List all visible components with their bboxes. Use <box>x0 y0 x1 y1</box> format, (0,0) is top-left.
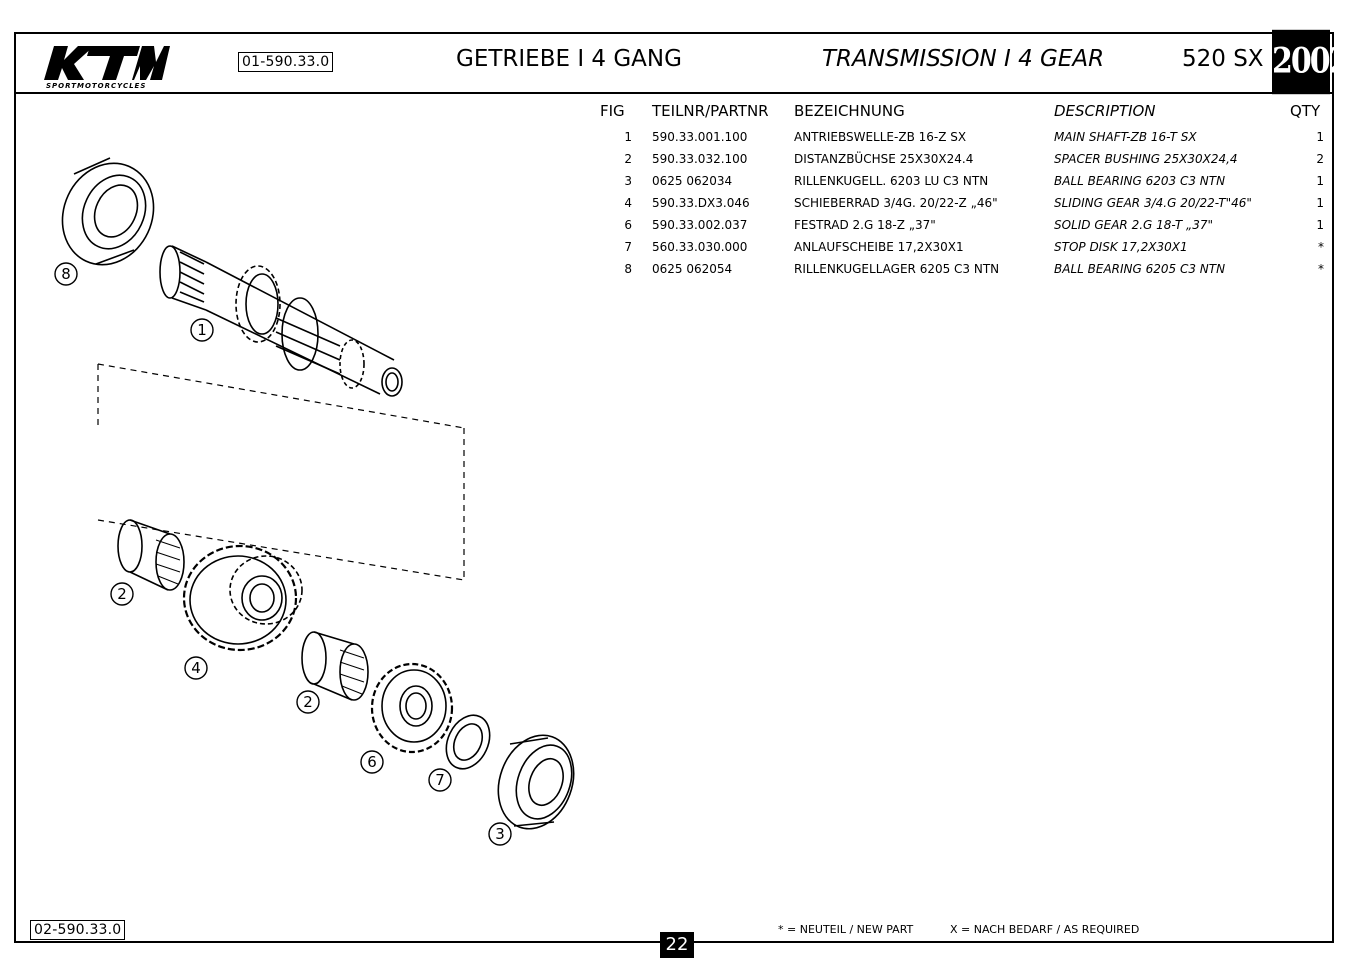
col-header-part: TEILNR/PARTNR <box>652 102 769 120</box>
svg-text:4: 4 <box>191 659 201 677</box>
col-header-qty: QTY <box>1290 102 1321 120</box>
solid-gear-6-drawing <box>370 662 454 754</box>
cell-description: SOLID GEAR 2.G 18-T „37" <box>1054 218 1214 232</box>
cell-bezeichnung: RILLENKUGELLAGER 6205 C3 NTN <box>794 262 1000 276</box>
ball-bearing-8-drawing <box>61 157 155 266</box>
reference-number-bottom: 02-590.33.0 <box>30 920 126 940</box>
cell-qty: 1 <box>1316 130 1324 144</box>
cell-description: SPACER BUSHING 25X30X24,4 <box>1054 152 1238 166</box>
svg-text:SPORTMOTORCYCLES: SPORTMOTORCYCLES <box>46 82 146 90</box>
col-header-bezeichnung: BEZEICHNUNG <box>794 102 905 120</box>
callout-1: 1 <box>190 318 214 342</box>
cell-fig: 1 <box>624 130 632 144</box>
model-name: 520 SX <box>1182 46 1264 72</box>
cell-fig: 3 <box>624 174 632 188</box>
table-row: 7 560.33.030.000 ANLAUFSCHEIBE 17,2X30X1… <box>600 236 1324 258</box>
spacer-bushing-2a-drawing <box>117 519 185 591</box>
svg-text:1: 1 <box>197 321 207 339</box>
callout-7: 7 <box>428 768 452 792</box>
cell-qty: * <box>1318 240 1324 254</box>
callout-6: 6 <box>360 750 384 774</box>
svg-text:3: 3 <box>495 825 505 843</box>
cell-fig: 4 <box>624 196 632 210</box>
cell-part: 0625 062034 <box>652 174 733 188</box>
cell-part: 560.33.030.000 <box>652 240 748 254</box>
svg-text:2: 2 <box>303 693 313 711</box>
main-shaft-1-drawing <box>159 245 403 397</box>
reference-number-top: 01-590.33.0 <box>238 52 334 72</box>
cell-fig: 8 <box>624 262 632 276</box>
callout-2b: 2 <box>296 690 320 714</box>
ball-bearing-3-drawing <box>497 734 575 830</box>
exploded-view-drawing: 8 1 2 4 2 6 7 3 <box>54 157 575 846</box>
page-number: 22 <box>660 932 694 958</box>
header-divider <box>14 92 1334 94</box>
callout-8: 8 <box>54 262 78 286</box>
svg-text:6: 6 <box>367 753 377 771</box>
cell-description: BALL BEARING 6203 C3 NTN <box>1054 174 1226 188</box>
cell-description: STOP DISK 17,2X30X1 <box>1054 240 1188 254</box>
cell-bezeichnung: RILLENKUGELL. 6203 LU C3 NTN <box>794 174 989 188</box>
cell-qty: * <box>1318 262 1324 276</box>
stop-disk-7-drawing <box>445 714 491 770</box>
table-row: 2 590.33.032.100 DISTANZBÜCHSE 25X30X24.… <box>600 148 1324 170</box>
cell-qty: 1 <box>1316 174 1324 188</box>
callout-3: 3 <box>488 822 512 846</box>
col-header-description: DESCRIPTION <box>1054 102 1156 120</box>
footnote-new-part: * = NEUTEIL / NEW PART <box>778 923 914 936</box>
cell-bezeichnung: SCHIEBERRAD 3/4G. 20/22-Z „46" <box>794 196 998 210</box>
cell-fig: 7 <box>624 240 632 254</box>
cell-description: MAIN SHAFT-ZB 16-T SX <box>1054 130 1197 144</box>
svg-text:2: 2 <box>117 585 127 603</box>
table-header-row: FIG TEILNR/PARTNR BEZEICHNUNG DESCRIPTIO… <box>600 100 1324 126</box>
cell-part: 590.33.032.100 <box>652 152 748 166</box>
parts-table: FIG TEILNR/PARTNR BEZEICHNUNG DESCRIPTIO… <box>600 100 1324 280</box>
cell-description: SLIDING GEAR 3/4.G 20/22-T"46" <box>1054 196 1252 210</box>
ktm-logo: SPORTMOTORCYCLES <box>44 40 170 90</box>
cell-bezeichnung: ANTRIEBSWELLE-ZB 16-Z SX <box>794 130 967 144</box>
cell-fig: 6 <box>624 218 632 232</box>
svg-text:8: 8 <box>61 265 71 283</box>
title-english: TRANSMISSION I 4 GEAR <box>822 46 1105 72</box>
cell-qty: 2 <box>1316 152 1324 166</box>
cell-part: 590.33.DX3.046 <box>652 196 750 210</box>
table-row: 6 590.33.002.037 FESTRAD 2.G 18-Z „37" S… <box>600 214 1324 236</box>
cell-description: BALL BEARING 6205 C3 NTN <box>1054 262 1226 276</box>
cell-part: 590.33.002.037 <box>652 218 748 232</box>
svg-text:7: 7 <box>435 771 445 789</box>
cell-fig: 2 <box>624 152 632 166</box>
table-row: 1 590.33.001.100 ANTRIEBSWELLE-ZB 16-Z S… <box>600 126 1324 148</box>
table-row: 3 0625 062034 RILLENKUGELL. 6203 LU C3 N… <box>600 170 1324 192</box>
cell-bezeichnung: ANLAUFSCHEIBE 17,2X30X1 <box>794 240 964 254</box>
cell-qty: 1 <box>1316 218 1324 232</box>
table-row: 8 0625 062054 RILLENKUGELLAGER 6205 C3 N… <box>600 258 1324 280</box>
cell-bezeichnung: DISTANZBÜCHSE 25X30X24.4 <box>794 152 974 166</box>
cell-qty: 1 <box>1316 196 1324 210</box>
col-header-fig: FIG <box>600 102 625 120</box>
cell-bezeichnung: FESTRAD 2.G 18-Z „37" <box>794 218 936 232</box>
year-badge: 2002 <box>1272 29 1350 95</box>
sliding-gear-4-drawing <box>182 544 303 652</box>
table-row: 4 590.33.DX3.046 SCHIEBERRAD 3/4G. 20/22… <box>600 192 1324 214</box>
assembly-outline <box>97 363 465 581</box>
title-german: GETRIEBE I 4 GANG <box>456 46 682 72</box>
callout-2a: 2 <box>110 582 134 606</box>
footnote-as-required: X = NACH BEDARF / AS REQUIRED <box>950 923 1140 936</box>
spacer-bushing-2b-drawing <box>301 631 369 701</box>
cell-part: 0625 062054 <box>652 262 733 276</box>
cell-part: 590.33.001.100 <box>652 130 748 144</box>
callout-4: 4 <box>184 656 208 680</box>
